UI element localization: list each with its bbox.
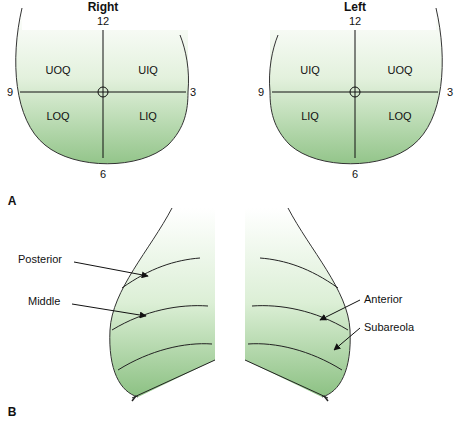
clock-number: 12 bbox=[97, 15, 109, 27]
quadrant-label: UIQ bbox=[138, 64, 158, 76]
quadrant-label: LIQ bbox=[139, 110, 157, 122]
depth-label: Anterior bbox=[364, 293, 403, 305]
depth-label: Middle bbox=[28, 295, 60, 307]
quadrant-label: LOQ bbox=[388, 110, 411, 122]
clock-number: 6 bbox=[100, 168, 106, 180]
clock-number: 9 bbox=[7, 86, 13, 98]
clock-number: 3 bbox=[447, 86, 453, 98]
quadrant-label: LIQ bbox=[301, 110, 319, 122]
clock-number: 9 bbox=[258, 86, 264, 98]
left-breast-front bbox=[269, 8, 442, 164]
clock-number: 3 bbox=[190, 86, 196, 98]
depth-label: Subareola bbox=[364, 321, 414, 333]
right-breast-front bbox=[16, 8, 189, 164]
quadrant-label: LOQ bbox=[46, 110, 69, 122]
quadrant-label: UOQ bbox=[45, 64, 70, 76]
clock-number: 12 bbox=[349, 15, 361, 27]
breast-profile-right bbox=[245, 208, 360, 401]
quadrant-label: UOQ bbox=[387, 64, 412, 76]
depth-label: Posterior bbox=[18, 253, 62, 265]
view-heading: Right bbox=[88, 1, 119, 14]
panel-letter: A bbox=[8, 195, 17, 208]
breast-profile-left bbox=[72, 208, 215, 401]
panel-letter: B bbox=[8, 406, 17, 419]
view-heading: Left bbox=[344, 1, 366, 14]
clock-number: 6 bbox=[352, 168, 358, 180]
quadrant-label: UIQ bbox=[300, 64, 320, 76]
